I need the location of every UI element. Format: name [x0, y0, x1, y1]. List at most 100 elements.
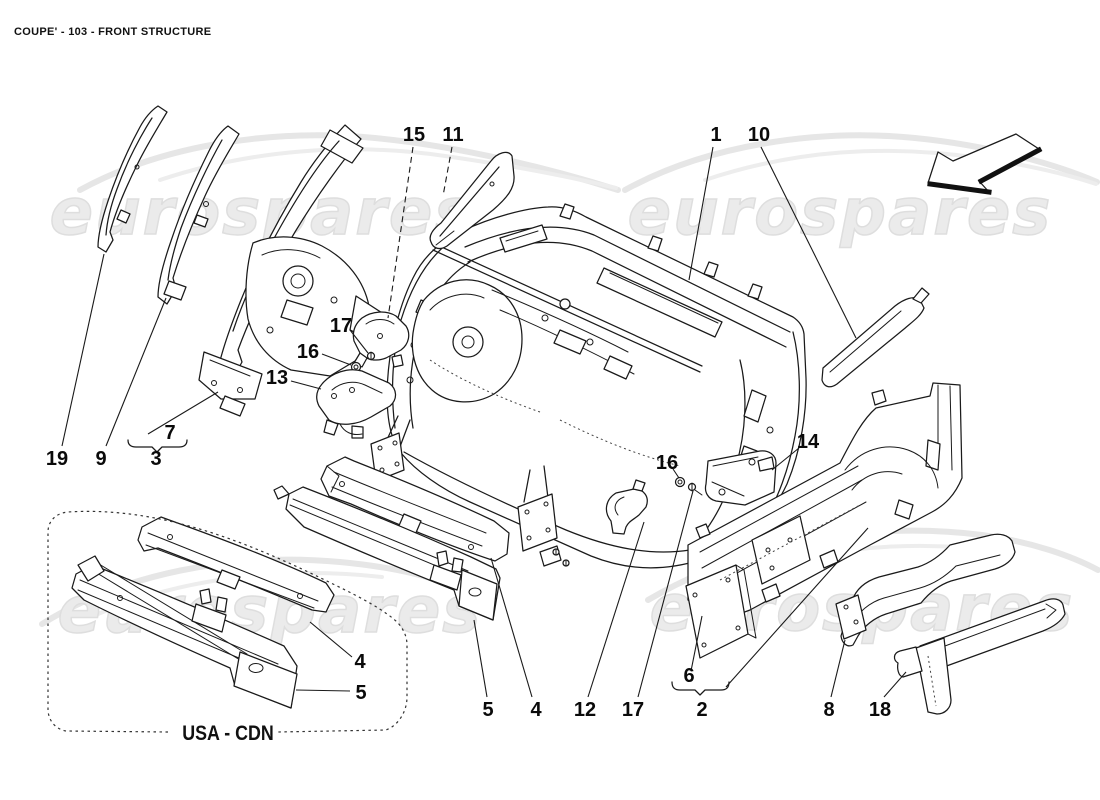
part-19-pillar-trim — [97, 105, 168, 253]
part-label-12: 12 — [574, 699, 596, 721]
leader-1 — [688, 146, 714, 281]
part-1-front-frame-shape — [377, 445, 383, 451]
leader-17-bottom — [637, 490, 694, 698]
leader-18 — [883, 671, 907, 698]
part-4-crossmember-shape — [468, 544, 474, 550]
part-5-crossmember-shape — [451, 557, 464, 573]
part-1-front-frame-shape — [553, 329, 587, 355]
part-label-17-bottom: 17 — [622, 699, 644, 721]
part-13-bracket — [315, 369, 397, 439]
bracket-6-2-group — [671, 681, 730, 696]
part-11-gusset-shape — [435, 230, 455, 246]
part-1-front-frame-shape — [461, 335, 475, 349]
part-1-front-frame-shape — [524, 509, 530, 515]
leader-19 — [61, 253, 105, 447]
part-1-front-frame-shape — [743, 389, 767, 423]
part-4-crossmember-usa-shape — [216, 569, 241, 590]
part-1-front-frame-shape — [543, 465, 549, 499]
part-12-bracket-shape — [632, 479, 646, 492]
part-1-front-frame-shape — [766, 426, 774, 434]
watermark-swoosh-top-left-shape — [77, 132, 621, 193]
part-6-2-side-rail-assembly-shape — [871, 389, 887, 406]
part-9-pillar-trim-shape — [163, 280, 187, 301]
part-6-2-side-rail-assembly-shape — [692, 592, 698, 598]
bracket-3-7-group — [127, 439, 188, 453]
part-4-crossmember-usa-shape — [297, 593, 303, 599]
part-4-crossmember-shape — [339, 481, 345, 487]
part-4-crossmember-usa-shape — [147, 532, 319, 602]
part-6-2-side-rail-assembly — [685, 382, 963, 659]
part-14-bracket-shape — [748, 458, 756, 466]
part-1-front-frame-shape — [526, 535, 532, 541]
part-9-pillar-trim — [157, 125, 240, 305]
part-6-2-side-rail-assembly-shape — [701, 642, 707, 648]
part-16-washer-right — [674, 476, 686, 488]
part-18-shield-shape — [925, 608, 1046, 654]
part-1-front-frame-shape — [394, 461, 400, 467]
part-10-sill-rail-shape — [912, 287, 930, 304]
watermark-swoosh-top-right-shape — [703, 148, 1098, 186]
part-3-7-pillar-assembly-shape — [330, 296, 338, 304]
direction-arrow-icon-shape — [977, 146, 1043, 185]
part-6-2-side-rail-assembly-shape — [725, 577, 731, 583]
part-12-bracket-shape — [605, 488, 648, 535]
part-9-pillar-trim-shape — [203, 201, 209, 207]
part-1-front-frame-shape — [467, 241, 787, 348]
part-15-bracket-shape — [377, 333, 383, 339]
part-4-crossmember — [320, 456, 510, 562]
leader-lines — [61, 146, 907, 698]
part-1-front-frame-shape — [452, 326, 484, 358]
part-17-screw-right-shape — [694, 489, 703, 496]
part-1-front-frame-shape — [609, 272, 719, 324]
part-19-pillar-trim-shape — [105, 117, 153, 236]
part-8-shield-shape — [853, 619, 859, 625]
part-label-9: 9 — [95, 448, 106, 470]
leader-6 — [690, 615, 703, 672]
part-12-bracket-shape — [614, 496, 625, 516]
part-10-sill-rail — [821, 287, 930, 388]
part-16-washer-left-shape — [353, 364, 359, 370]
watermark-swoosh-top-right-shape — [622, 132, 1100, 193]
direction-arrow-icon — [927, 133, 1043, 195]
part-14-bracket — [704, 450, 777, 506]
watermark-swoosh-top-left-shape — [158, 147, 618, 190]
part-9-pillar-trim-shape — [193, 214, 209, 228]
watermark-swoosh-top-left — [77, 132, 621, 193]
part-6-2-side-rail-assembly-shape — [769, 565, 775, 571]
part-1-front-frame-shape — [429, 293, 485, 311]
part-label-16-left: 16 — [297, 341, 319, 363]
part-number-labels: 19 9 3 7 15 11 1 10 17 16 13 14 16 5 4 1… — [46, 124, 891, 721]
part-17-screw-left — [366, 351, 376, 361]
watermark-text-top-right: eurospares — [628, 176, 1053, 250]
part-label-10: 10 — [748, 124, 770, 146]
part-6-2-side-rail-assembly-shape — [735, 564, 757, 639]
leader-16-left — [321, 353, 352, 366]
part-6-2-side-rail-assembly-shape — [844, 446, 939, 489]
part-16-washer-right-shape — [677, 479, 683, 485]
part-label-6: 6 — [683, 665, 694, 687]
part-12-bracket — [605, 479, 648, 535]
part-1-front-frame-shape — [505, 230, 539, 242]
part-18-shield-shape — [1045, 603, 1057, 619]
part-label-11: 11 — [442, 124, 463, 146]
leader-4-usa — [309, 621, 353, 658]
part-3-7-pillar-assembly-shape — [266, 326, 274, 334]
part-1-front-frame-shape — [586, 338, 594, 346]
part-label-2: 2 — [696, 699, 707, 721]
part-label-5-usa: 5 — [355, 682, 366, 704]
part-1-front-frame-shape — [541, 314, 549, 322]
part-13-bracket-shape — [339, 423, 363, 435]
part-10-sill-rail-shape — [821, 297, 925, 388]
part-6-2-side-rail-assembly-shape — [761, 583, 781, 603]
part-6-2-side-rail-assembly-shape — [735, 625, 741, 631]
part-5-crossmember-usa-shape — [98, 563, 248, 655]
part-4-crossmember-shape — [326, 465, 340, 493]
part-label-8: 8 — [823, 699, 834, 721]
part-6-2-side-rail-assembly-shape — [851, 471, 903, 491]
part-label-17-left: 17 — [330, 315, 352, 337]
leader-15 — [387, 146, 414, 319]
part-5-crossmember-usa-shape — [248, 663, 264, 673]
part-3-7-pillar-assembly-shape — [198, 351, 263, 400]
part-8-shield — [835, 533, 1016, 647]
leader-2 — [725, 527, 869, 688]
